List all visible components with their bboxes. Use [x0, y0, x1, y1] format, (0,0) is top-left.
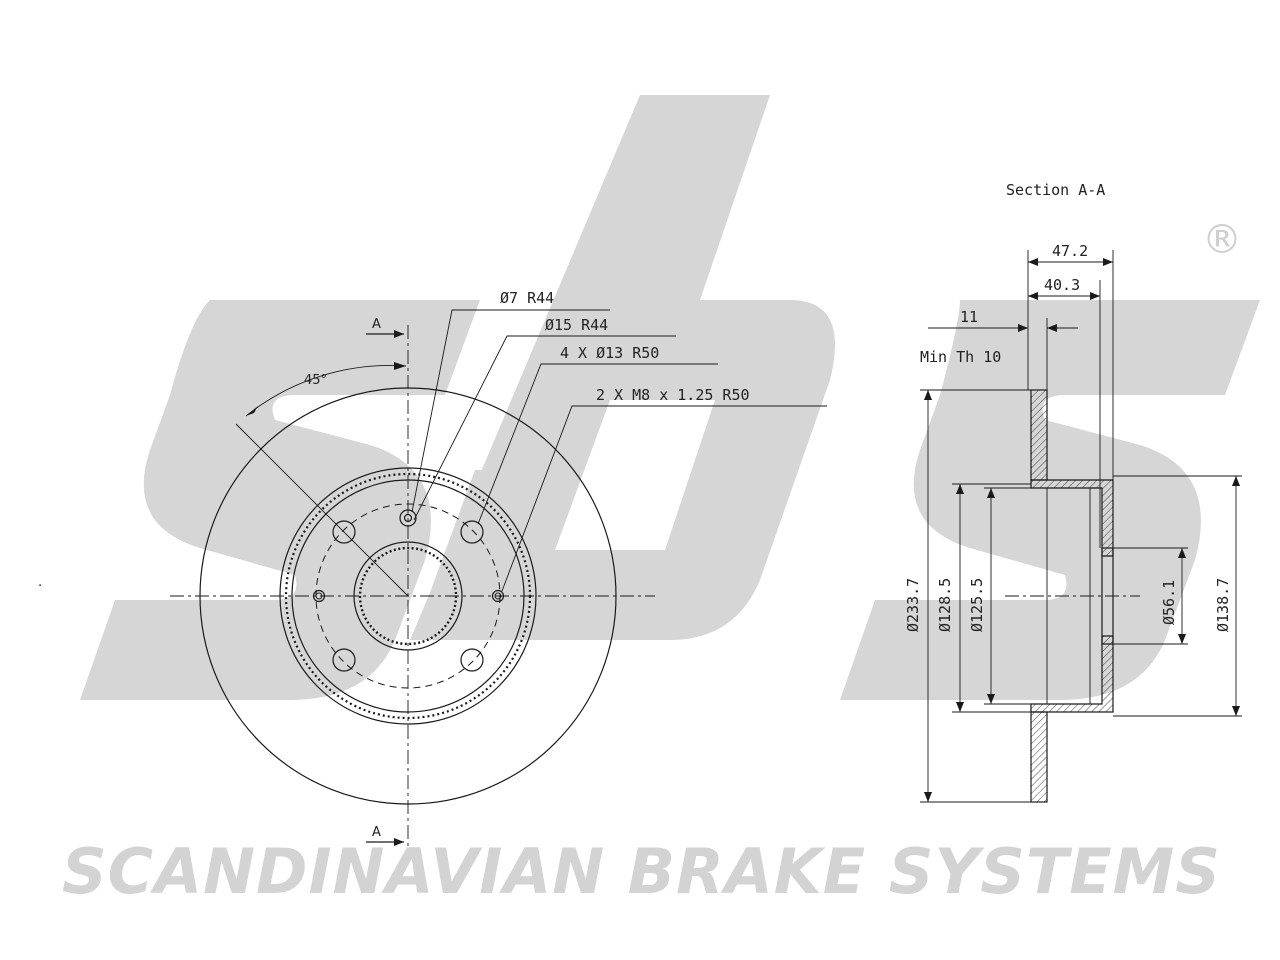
section-view: Section A-A 47.2 40.3 11 [904, 181, 1242, 803]
section-title: Section A-A [1006, 181, 1105, 199]
bolt-hole [460, 520, 484, 544]
bolt-hole [332, 648, 356, 672]
dim-diameter-1387: Ø138.7 [1214, 578, 1232, 632]
dim-total-height: 47.2 [1052, 242, 1088, 260]
callout-threaded-holes: 2 X M8 x 1.25 R50 [596, 386, 750, 404]
dim-outer-diameter: Ø233.7 [904, 578, 922, 632]
front-view: 45° A A Ø7 R44 Ø15 R44 4 X Ø13 R50 2 X M… [38, 289, 827, 850]
callout-pin-hole: Ø7 R44 [500, 289, 554, 307]
company-name-watermark: SCANDINAVIAN BRAKE SYSTEMS [62, 835, 1221, 908]
section-marker-bottom: A [372, 825, 381, 840]
callout-pin-counterbore: Ø15 R44 [545, 316, 608, 334]
threaded-hole [312, 589, 326, 603]
dim-hat-height: 40.3 [1044, 276, 1080, 294]
section-marker-top: A [372, 317, 381, 332]
angle-label: 45° [304, 373, 327, 388]
locating-hole [399, 509, 417, 527]
dim-diameter-1255: Ø125.5 [968, 578, 986, 632]
dim-center-diameter: Ø56.1 [1160, 580, 1178, 625]
callout-bolt-holes: 4 X Ø13 R50 [560, 344, 659, 362]
bolt-hole [332, 520, 356, 544]
bolt-hole [460, 648, 484, 672]
dim-thickness: 11 [960, 308, 978, 326]
sbs-logo-watermark [80, 95, 1260, 700]
svg-text:·: · [38, 579, 42, 594]
disc-outer-edge [199, 387, 617, 805]
min-thickness: Min Th 10 [920, 348, 1001, 366]
center-bore [353, 541, 463, 651]
registered-mark: ® [1202, 217, 1242, 263]
threaded-hole [491, 589, 505, 603]
hat-outer-ring [279, 467, 537, 725]
dim-diameter-1285: Ø128.5 [936, 578, 954, 632]
